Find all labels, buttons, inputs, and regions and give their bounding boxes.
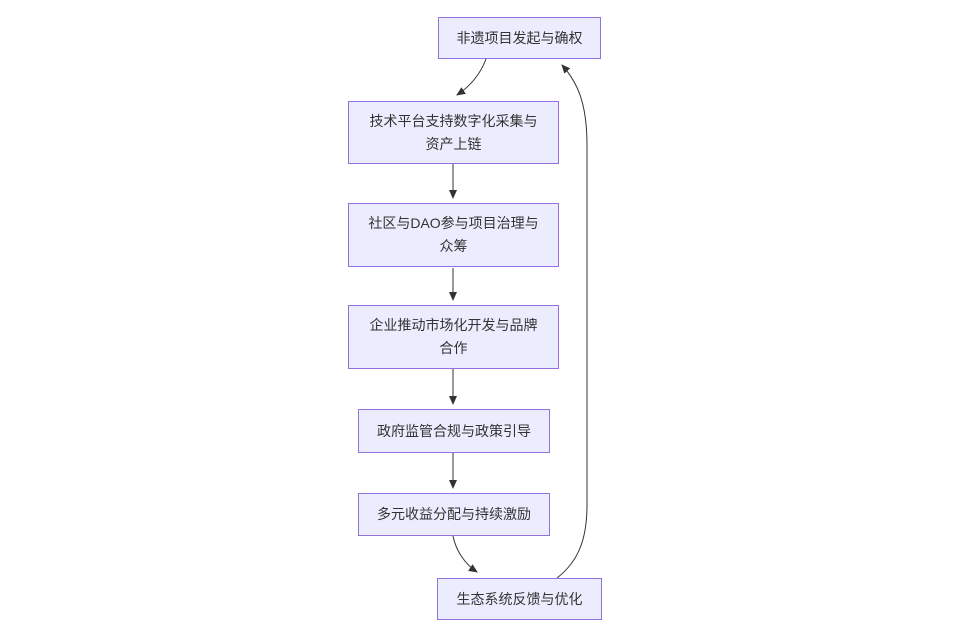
flow-node-government: 政府监管合规与政策引导 <box>358 409 550 453</box>
edge-start-to-tech <box>456 58 487 96</box>
node-label-line: 企业推动市场化开发与品牌 <box>369 317 538 333</box>
node-label-line: 非遗项目发起与确权 <box>456 29 583 46</box>
node-label-line: 生态系统反馈与优化 <box>456 590 583 607</box>
flow-node-tech-platform: 技术平台支持数字化采集与 资产上链 <box>348 101 559 164</box>
flow-node-revenue: 多元收益分配与持续激励 <box>358 493 550 536</box>
node-label-line: 资产上链 <box>425 135 482 152</box>
node-label-line: 众筹 <box>439 238 468 254</box>
node-label-line: 技术平台支持数字化采集与 <box>369 112 538 129</box>
node-label-line: 合作 <box>439 340 468 356</box>
flow-node-enterprise: 企业推动市场化开发与品牌 合作 <box>348 305 559 369</box>
flow-node-community-dao: 社区与DAO参与项目治理与 众筹 <box>348 203 559 267</box>
node-label-line: 政府监管合规与政策引导 <box>377 422 531 439</box>
flow-node-start: 非遗项目发起与确权 <box>438 17 601 59</box>
node-label-line: 社区与DAO参与项目治理与 <box>368 215 539 231</box>
edge-eco-to-start-feedback <box>556 64 588 579</box>
node-label-line: 多元收益分配与持续激励 <box>377 506 531 522</box>
edge-revenue-to-eco <box>452 535 478 573</box>
flow-node-ecosystem: 生态系统反馈与优化 <box>437 578 602 620</box>
